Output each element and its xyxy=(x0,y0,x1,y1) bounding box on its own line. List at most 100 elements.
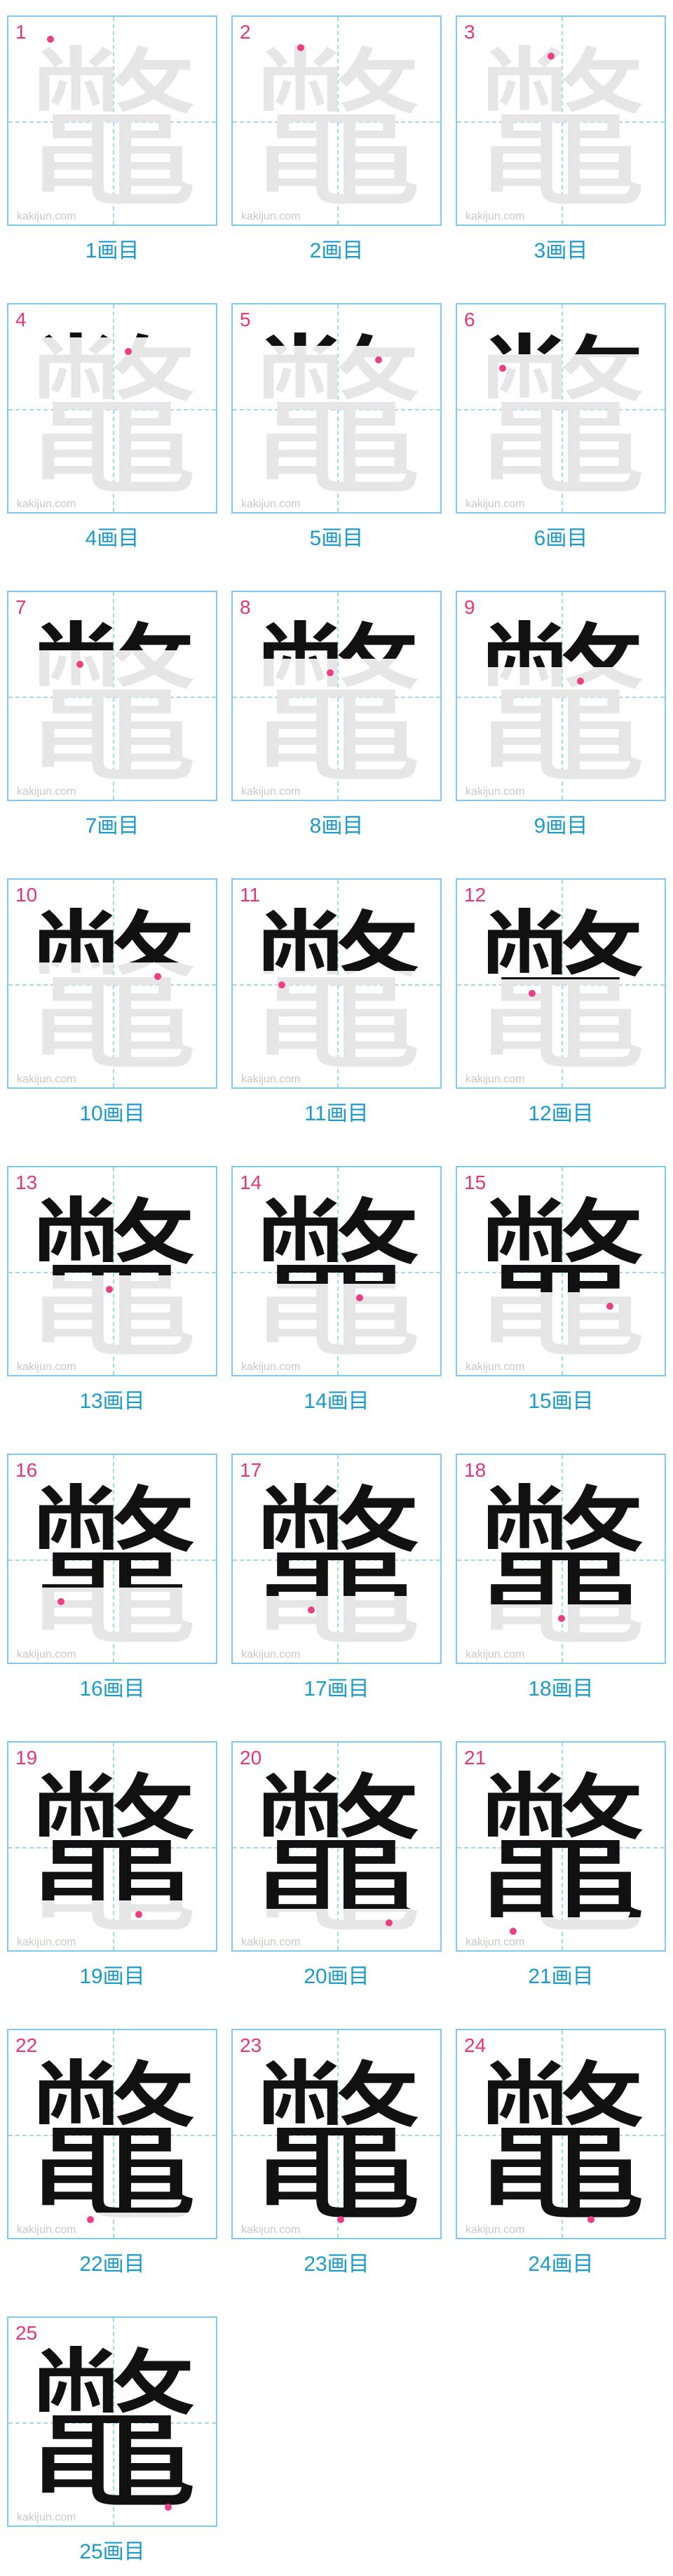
guide-line-vertical xyxy=(562,592,563,800)
kanji-ghost: 鼈 xyxy=(473,605,648,800)
kanji-ink: 鼈 xyxy=(25,605,200,800)
watermark: kakijun.com xyxy=(241,786,301,798)
step-number: 23 xyxy=(240,2034,262,2056)
guide-line-horizontal xyxy=(8,697,216,698)
step-number: 8 xyxy=(240,596,251,618)
watermark: kakijun.com xyxy=(17,1936,76,1948)
active-stroke-marker xyxy=(510,1928,517,1935)
kanji-ghost: 鼈 xyxy=(249,1755,424,1950)
guide-line-vertical xyxy=(113,2318,114,2525)
kanji-ghost: 鼈 xyxy=(249,892,424,1087)
active-stroke-marker xyxy=(106,1286,113,1293)
step-number: 18 xyxy=(464,1459,487,1481)
active-stroke-marker xyxy=(587,2216,594,2223)
guide-line-horizontal xyxy=(8,2135,216,2136)
guide-line-vertical xyxy=(337,880,339,1087)
step-caption: 23画目 xyxy=(304,2253,369,2276)
guide-line-horizontal xyxy=(8,2422,216,2424)
guide-line-horizontal xyxy=(233,697,440,698)
active-stroke-marker xyxy=(278,981,285,988)
kanji-ink: 鼈 xyxy=(249,29,424,224)
kanji-ink: 鼈 xyxy=(249,605,424,800)
active-stroke-marker xyxy=(57,1598,64,1605)
kanji-ghost: 鼈 xyxy=(25,605,200,800)
kanji-ghost: 鼈 xyxy=(473,1180,648,1375)
kanji-ghost: 鼈 xyxy=(473,1755,648,1950)
kanji-ink: 鼈 xyxy=(25,1180,200,1375)
guide-line-horizontal xyxy=(457,1272,665,1273)
kanji-ghost: 鼈 xyxy=(249,317,424,512)
step-number: 10 xyxy=(15,884,38,906)
kanji-ghost: 鼈 xyxy=(25,317,200,512)
kanji-ghost: 鼈 xyxy=(473,2043,648,2238)
kanji-ink: 鼈 xyxy=(25,2330,200,2525)
step-caption: 19画目 xyxy=(79,1965,145,1988)
active-stroke-marker xyxy=(125,348,132,355)
guide-line-vertical xyxy=(113,2030,114,2238)
step-number: 6 xyxy=(464,309,475,330)
kanji-glyph: 鼈鼈 xyxy=(473,1468,648,1663)
guide-line-horizontal xyxy=(233,1847,440,1849)
guide-line-horizontal xyxy=(233,984,440,986)
guide-line-horizontal xyxy=(8,409,216,410)
step-caption: 18画目 xyxy=(528,1677,594,1700)
watermark: kakijun.com xyxy=(241,1361,301,1373)
kanji-ink: 鼈 xyxy=(249,317,424,512)
active-stroke-marker xyxy=(558,1615,565,1622)
kanji-glyph: 鼈鼈 xyxy=(25,2043,200,2238)
step-number: 16 xyxy=(15,1459,38,1481)
active-stroke-marker xyxy=(308,1606,315,1614)
guide-line-vertical xyxy=(337,1167,339,1375)
guide-line-vertical xyxy=(562,2030,563,2238)
step-number: 1 xyxy=(15,21,27,43)
kanji-ink: 鼈 xyxy=(249,1468,424,1663)
kanji-glyph: 鼈鼈 xyxy=(25,2330,200,2525)
active-stroke-marker xyxy=(577,678,584,685)
kanji-glyph: 鼈鼈 xyxy=(25,29,200,224)
kanji-ghost: 鼈 xyxy=(249,2043,424,2238)
watermark: kakijun.com xyxy=(17,786,76,798)
active-stroke-marker xyxy=(154,973,161,980)
step-caption: 20画目 xyxy=(304,1965,369,1988)
kanji-glyph: 鼈鼈 xyxy=(473,1755,648,1950)
kanji-glyph: 鼈鼈 xyxy=(249,2043,424,2238)
active-stroke-marker xyxy=(386,1919,393,1926)
step-number: 12 xyxy=(464,884,487,906)
guide-line-horizontal xyxy=(233,1272,440,1273)
kanji-ghost: 鼈 xyxy=(249,605,424,800)
step-caption: 21画目 xyxy=(528,1965,594,1988)
kanji-ghost: 鼈 xyxy=(473,1468,648,1663)
step-number: 11 xyxy=(240,884,261,906)
step-caption: 25画目 xyxy=(79,2540,145,2563)
active-stroke-marker xyxy=(606,1303,613,1310)
active-stroke-marker xyxy=(375,356,382,363)
guide-line-horizontal xyxy=(8,1847,216,1849)
active-stroke-marker xyxy=(337,2216,344,2223)
kanji-ink: 鼈 xyxy=(249,1755,424,1950)
watermark: kakijun.com xyxy=(17,1649,76,1661)
kanji-ink: 鼈 xyxy=(249,892,424,1087)
watermark: kakijun.com xyxy=(465,498,525,510)
